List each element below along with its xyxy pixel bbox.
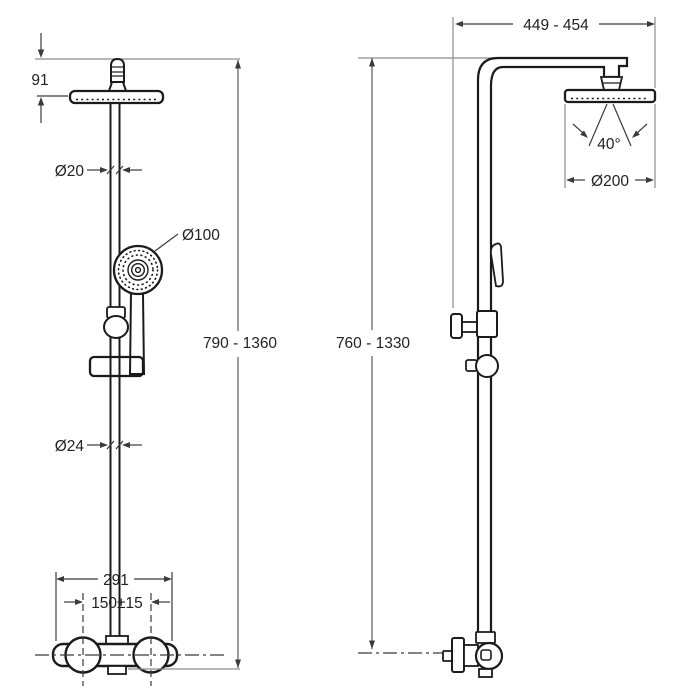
- rain-shower-head-front: [68, 89, 165, 105]
- thermostatic-valve-front: [35, 635, 228, 675]
- dim-hand-shower-diameter: Ø100: [154, 227, 220, 252]
- thermostatic-valve-side: [442, 631, 504, 678]
- hand-shower-face: [112, 244, 164, 296]
- dim-lower-pipe-diameter: Ø24: [55, 438, 142, 455]
- valve-bottom-tab: [107, 665, 127, 675]
- dim-mounting-height: 760 - 1330: [336, 58, 410, 649]
- front-view: 91 Ø20 Ø100: [31, 33, 277, 686]
- slider-bracket-front: [88, 355, 145, 378]
- dim-label-o20: Ø20: [55, 163, 85, 180]
- dim-inlet-spacing: 150±15: [64, 593, 170, 686]
- rain-shower-head-side: [563, 88, 657, 104]
- valve-wall-nub: [442, 650, 453, 662]
- dim-valve-width: 291: [55, 572, 173, 641]
- hand-shower-front: [112, 244, 164, 375]
- spray-angle: 40°: [572, 103, 648, 153]
- dim-label-291: 291: [103, 572, 129, 589]
- dim-label-449-454: 449 - 454: [523, 17, 589, 34]
- riser-pipe-front: [109, 103, 121, 636]
- slider-knob-side: [465, 354, 499, 378]
- dim-label-40deg: 40°: [597, 136, 620, 153]
- valve-bottom-stub-side: [478, 668, 493, 678]
- dim-label-790-1360: 790 - 1360: [203, 335, 277, 352]
- hand-shower-holder: [103, 306, 129, 339]
- dim-head-diameter: Ø200: [566, 173, 654, 190]
- dim-label-91: 91: [31, 72, 48, 89]
- side-view: 449 - 454 40° Ø200: [336, 17, 657, 678]
- dim-horizontal-reach: 449 - 454: [455, 17, 655, 34]
- dim-head-offset: 91: [31, 33, 68, 123]
- dim-label-o100: Ø100: [182, 227, 220, 244]
- dim-label-o24: Ø24: [55, 438, 85, 455]
- dim-upper-pipe-diameter: Ø20: [55, 163, 142, 180]
- dim-overall-height: 790 - 1360: [128, 60, 277, 670]
- hand-shower-handle-side: [489, 242, 504, 288]
- valve-collar-side: [475, 631, 496, 644]
- dim-label-o200: Ø200: [591, 173, 629, 190]
- diverter-handle-side: [450, 310, 498, 339]
- valve-wall-flange: [451, 637, 465, 673]
- head-connector-front: [107, 57, 128, 92]
- dim-label-150: 150±15: [91, 595, 143, 612]
- dim-label-760-1330: 760 - 1330: [336, 335, 410, 352]
